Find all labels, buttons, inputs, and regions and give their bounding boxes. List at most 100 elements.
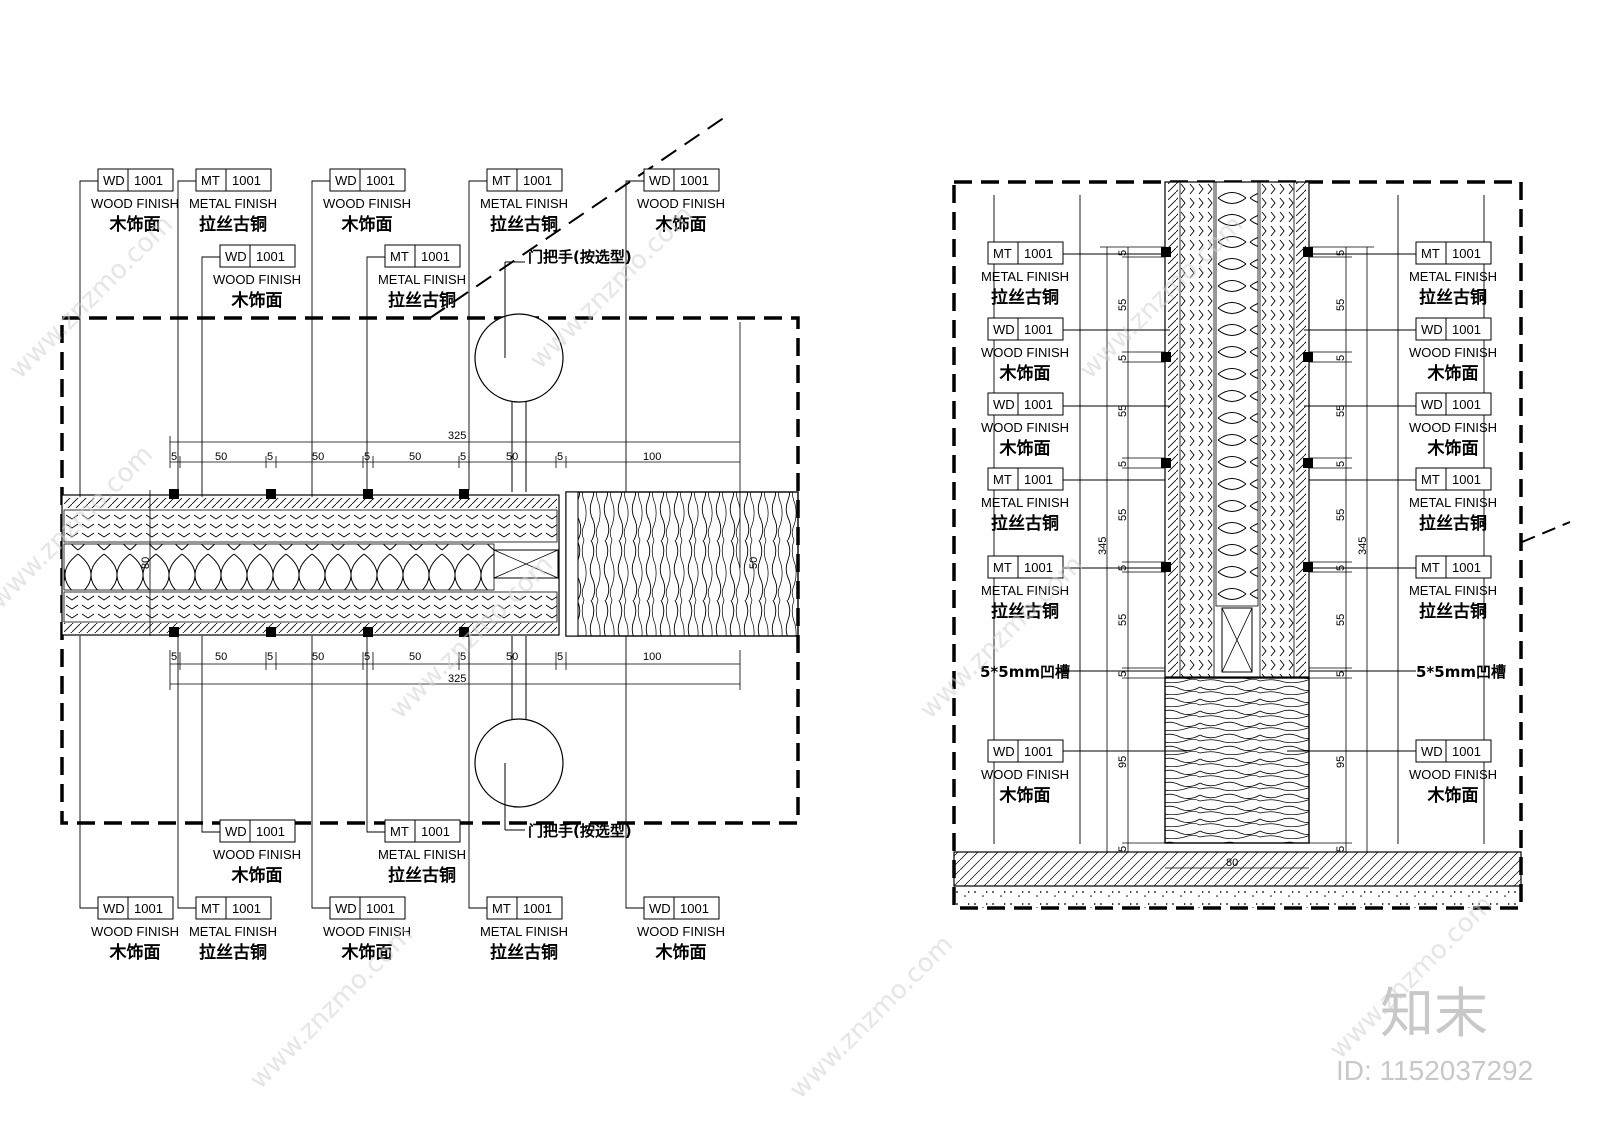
tag-english: METAL FINISH: [189, 924, 277, 939]
tag-english: WOOD FINISH: [981, 345, 1069, 360]
groove-label-left: 5*5mm凹槽: [980, 663, 1070, 681]
tag-english: WOOD FINISH: [91, 196, 179, 211]
plan-dimensions-top: [169, 322, 741, 568]
tag-number: 1001: [1452, 472, 1481, 487]
svg-text:5: 5: [1335, 846, 1347, 852]
plan-dimensions-bottom: [169, 650, 741, 690]
svg-text:5: 5: [557, 451, 563, 463]
watermark-site-8: www.znzmo.com: [784, 930, 959, 1105]
tag-english: METAL FINISH: [480, 924, 568, 939]
svg-text:5: 5: [1117, 250, 1129, 256]
tag-chinese: 木饰面: [231, 290, 283, 311]
dim-segments-right: 5 55 5 55 5 55 5 55 5 95 5: [1335, 250, 1347, 852]
tag-number: 1001: [1024, 322, 1053, 337]
tag-number: 1001: [523, 901, 552, 916]
tag-chinese: 木饰面: [109, 214, 161, 235]
handle-label-bottom: 门把手(按选型): [528, 822, 632, 840]
tag-code: WD: [335, 173, 357, 188]
tag-number: 1001: [1024, 246, 1053, 261]
tag-chinese: 木饰面: [1427, 363, 1479, 384]
tag-code: MT: [1421, 560, 1440, 575]
metal-inlays-v: [1161, 247, 1313, 572]
tag-code: MT: [492, 173, 511, 188]
tag-chinese: 拉丝古铜: [1419, 513, 1487, 534]
tag-code: MT: [390, 249, 409, 264]
tag-chinese: 木饰面: [341, 942, 393, 963]
svg-text:5: 5: [1335, 250, 1347, 256]
tag-number: 1001: [134, 901, 163, 916]
tag-chinese: 拉丝古铜: [991, 601, 1059, 622]
tag-number: 1001: [366, 901, 395, 916]
svg-text:55: 55: [1335, 509, 1347, 521]
tag-code: WD: [649, 901, 671, 916]
svg-text:50: 50: [506, 651, 518, 663]
svg-text:50: 50: [409, 651, 421, 663]
tag-chinese: 木饰面: [1427, 785, 1479, 806]
tag-number: 1001: [1452, 322, 1481, 337]
board-layer: [63, 509, 558, 543]
dim-thickness: 80: [140, 557, 152, 569]
svg-text:55: 55: [1117, 405, 1129, 417]
tag-english: METAL FINISH: [480, 196, 568, 211]
dim-total-bottom: 325: [448, 673, 466, 685]
svg-text:50: 50: [312, 451, 324, 463]
tag-number: 1001: [421, 824, 450, 839]
tag-number: 1001: [366, 173, 395, 188]
dim-side: 50: [748, 557, 760, 569]
svg-text:50: 50: [215, 451, 227, 463]
svg-text:5: 5: [460, 651, 466, 663]
solid-wood-edge: [565, 491, 799, 637]
veneer-right: [1296, 182, 1306, 677]
tag-chinese: 木饰面: [231, 865, 283, 886]
tag-chinese: 拉丝古铜: [991, 513, 1059, 534]
watermark-brand: 知末: [1380, 982, 1488, 1045]
svg-text:55: 55: [1117, 614, 1129, 626]
tag-chinese: 拉丝古铜: [388, 865, 456, 886]
board-left: [1179, 181, 1215, 678]
tag-chinese: 拉丝古铜: [1419, 287, 1487, 308]
insulation-vertical: [1215, 181, 1259, 607]
floor-screed: [954, 886, 1521, 908]
handle-label-top: 门把手(按选型): [528, 248, 632, 266]
section-leaders: [993, 195, 1485, 844]
tag-chinese: 拉丝古铜: [388, 290, 456, 311]
tag-english: METAL FINISH: [1409, 495, 1497, 510]
tag-code: WD: [1421, 397, 1443, 412]
dim-total-top: 325: [448, 430, 466, 442]
section-view: 80 345 345 5 55 5 55 5 55 5 5: [952, 180, 1571, 910]
dim-segments-bottom: 5 50 5 50 5 50 5 50 5 100: [171, 651, 661, 663]
tag-code: WD: [335, 901, 357, 916]
tag-code: MT: [993, 246, 1012, 261]
tag-chinese: 木饰面: [109, 942, 161, 963]
svg-text:55: 55: [1335, 299, 1347, 311]
dim-segments-left: 5 55 5 55 5 55 5 55 5 95 5: [1117, 250, 1129, 852]
svg-text:5: 5: [267, 451, 273, 463]
tag-code: MT: [1421, 246, 1440, 261]
tag-chinese: 木饰面: [341, 214, 393, 235]
veneer-left: [1168, 182, 1178, 677]
board-right: [1259, 181, 1295, 678]
tag-code: MT: [492, 901, 511, 916]
tag-english: WOOD FINISH: [981, 420, 1069, 435]
tag-english: METAL FINISH: [189, 196, 277, 211]
tag-code: WD: [1421, 322, 1443, 337]
tag-number: 1001: [523, 173, 552, 188]
tag-english: WOOD FINISH: [981, 767, 1069, 782]
tag-chinese: 木饰面: [655, 942, 707, 963]
tag-code: MT: [1421, 472, 1440, 487]
leaders-bottom: [79, 636, 644, 909]
tag-chinese: 拉丝古铜: [199, 942, 267, 963]
tag-code: MT: [390, 824, 409, 839]
tag-code: MT: [201, 173, 220, 188]
